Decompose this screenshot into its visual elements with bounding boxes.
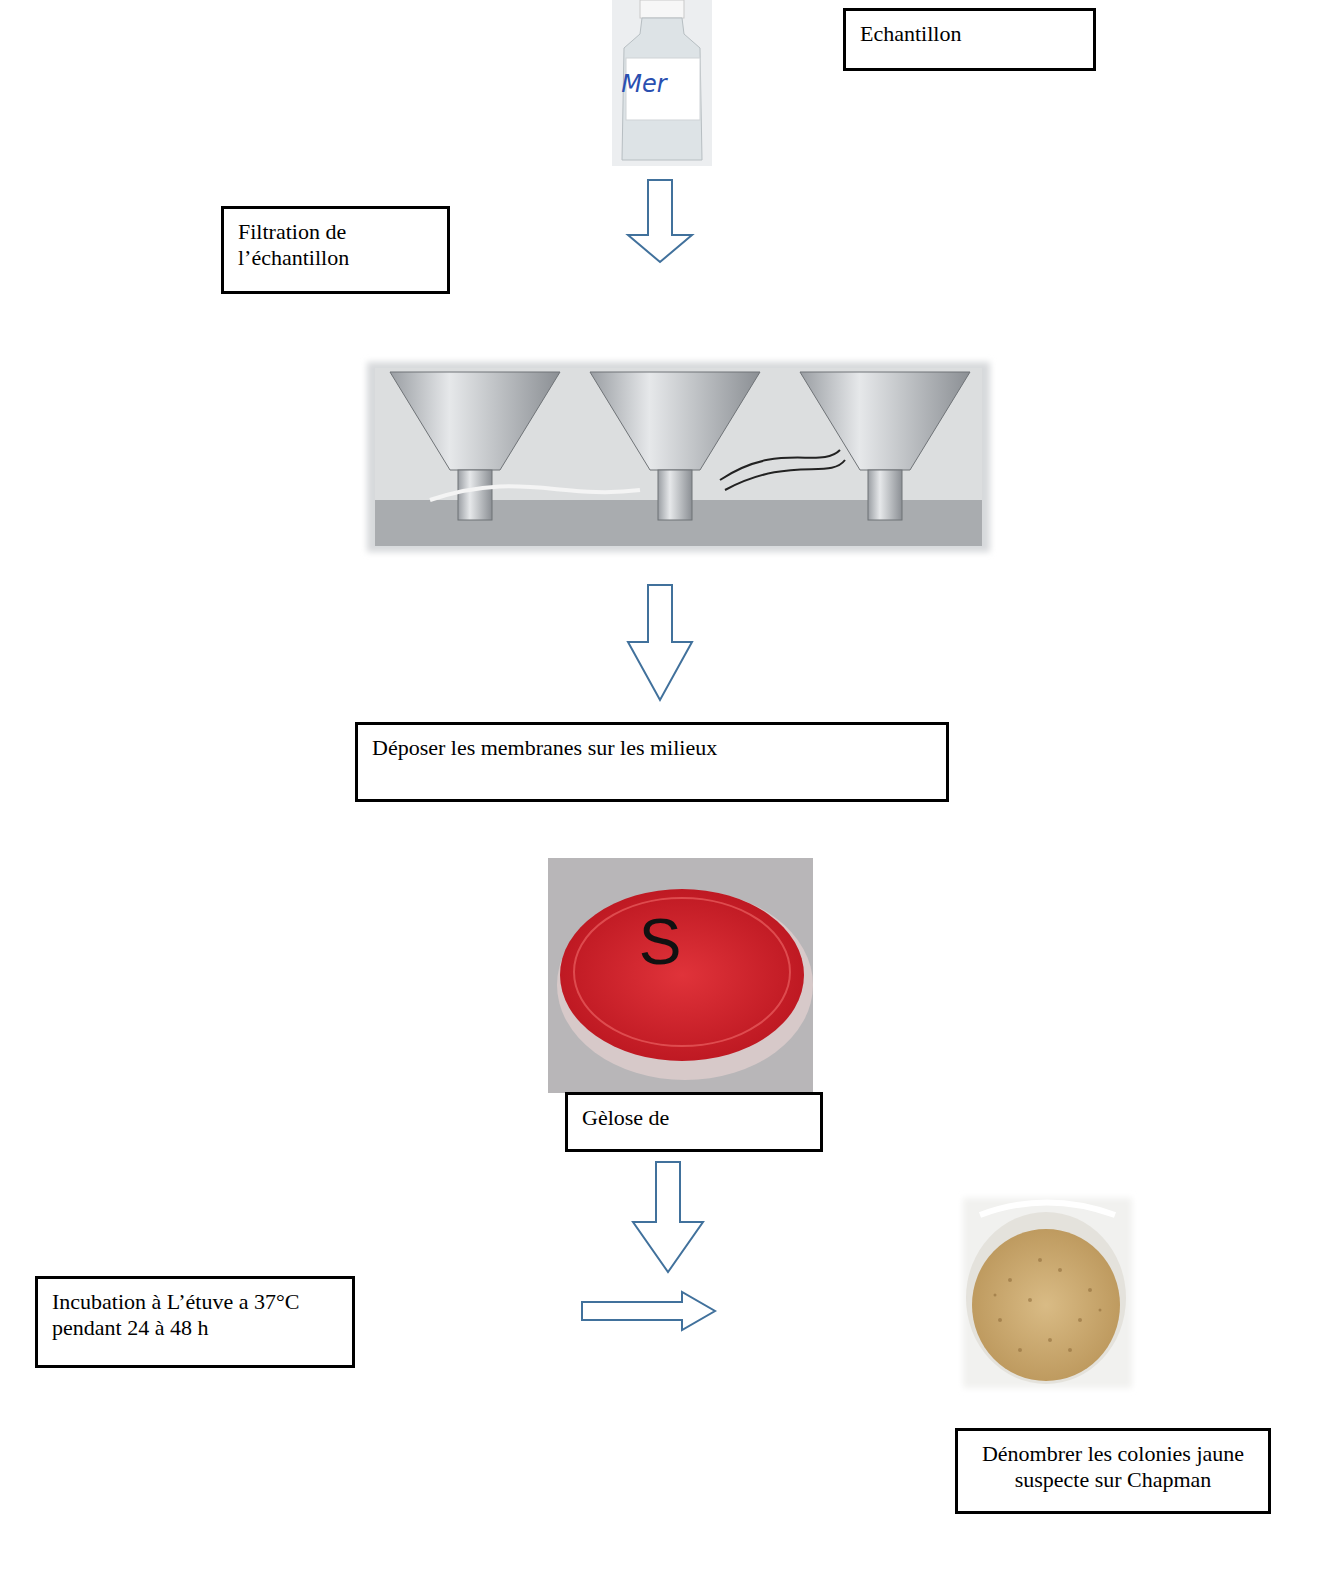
bottle-photo (612, 0, 712, 166)
box-text: Déposer les membranes sur les milieux (372, 735, 932, 761)
box-text: Dénombrer les colonies jaune suspecte su… (972, 1441, 1254, 1494)
text-box: Echantillon (843, 8, 1096, 71)
text-box: Gèlose de (565, 1092, 823, 1152)
filtration-photo (367, 362, 990, 552)
text-box: Dénombrer les colonies jaune suspecte su… (955, 1428, 1271, 1514)
box-text: Echantillon (860, 21, 1079, 47)
box-text: Gèlose de (582, 1105, 806, 1131)
colonies-photo (963, 1198, 1132, 1388)
petri-dish-photo (548, 858, 813, 1093)
photo-label: Mer (621, 70, 666, 98)
text-box: Filtration de l’échantillon (221, 206, 450, 294)
box-text: Filtration de l’échantillon (238, 219, 433, 272)
text-box: Déposer les membranes sur les milieux (355, 722, 949, 802)
photo-label: S (639, 905, 682, 979)
box-text: Incubation à L’étuve a 37°C pendant 24 à… (52, 1289, 338, 1342)
text-box: Incubation à L’étuve a 37°C pendant 24 à… (35, 1276, 355, 1368)
